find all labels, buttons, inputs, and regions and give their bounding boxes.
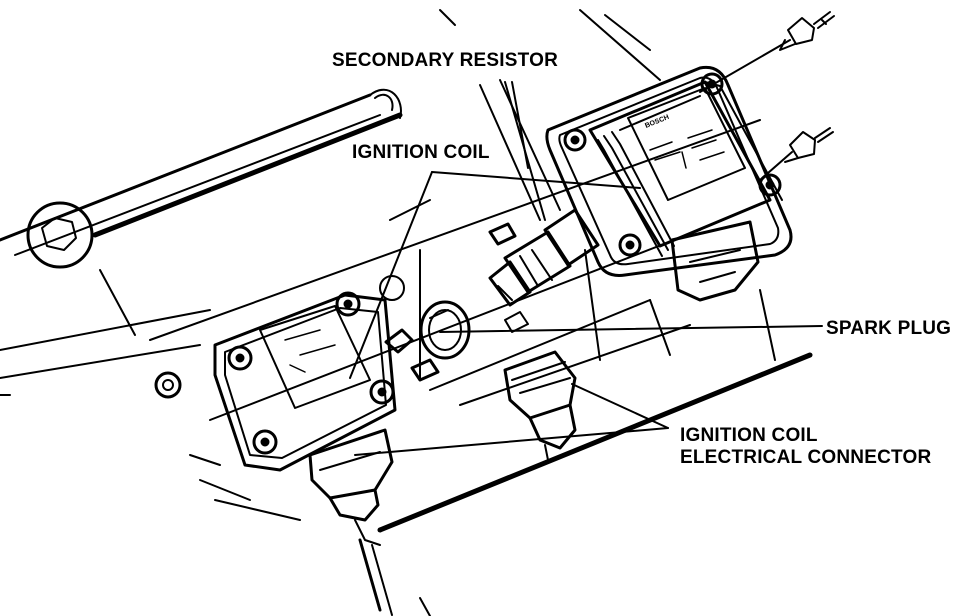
leader-connector-1 (571, 383, 669, 429)
cylinder-head-outline (0, 9, 776, 521)
leader-ignition-coil-1 (431, 171, 641, 189)
label-connector-line2: ELECTRICAL CONNECTOR (680, 447, 932, 468)
coil-connector-lower (308, 428, 394, 546)
coil-brand-mark: BOSCH (644, 114, 670, 130)
leader-secondary-resistor-2 (504, 81, 546, 221)
label-spark-plug: SPARK PLUG (826, 318, 952, 339)
head-lower-edge (358, 352, 813, 616)
label-ignition-coil-connector: IGNITION COIL ELECTRICAL CONNECTOR (680, 425, 931, 469)
leader-ignition-coil-2 (349, 171, 433, 379)
mounting-stud-upper (779, 11, 835, 51)
ignition-coil-upper (488, 65, 793, 307)
leader-lines (349, 81, 823, 456)
spark-plug (379, 222, 529, 382)
mounting-stud-lower (784, 127, 834, 163)
leader-connector-2 (354, 427, 669, 456)
valve-cover-rail (0, 88, 403, 269)
label-connector-line1: IGNITION COIL (680, 425, 818, 446)
ignition-coil-lower (154, 291, 397, 472)
label-secondary-resistor: SECONDARY RESISTOR (332, 50, 559, 71)
leader-spark-plug (439, 325, 823, 333)
coil-connector-middle (503, 350, 577, 461)
label-ignition-coil: IGNITION COIL (352, 142, 490, 163)
